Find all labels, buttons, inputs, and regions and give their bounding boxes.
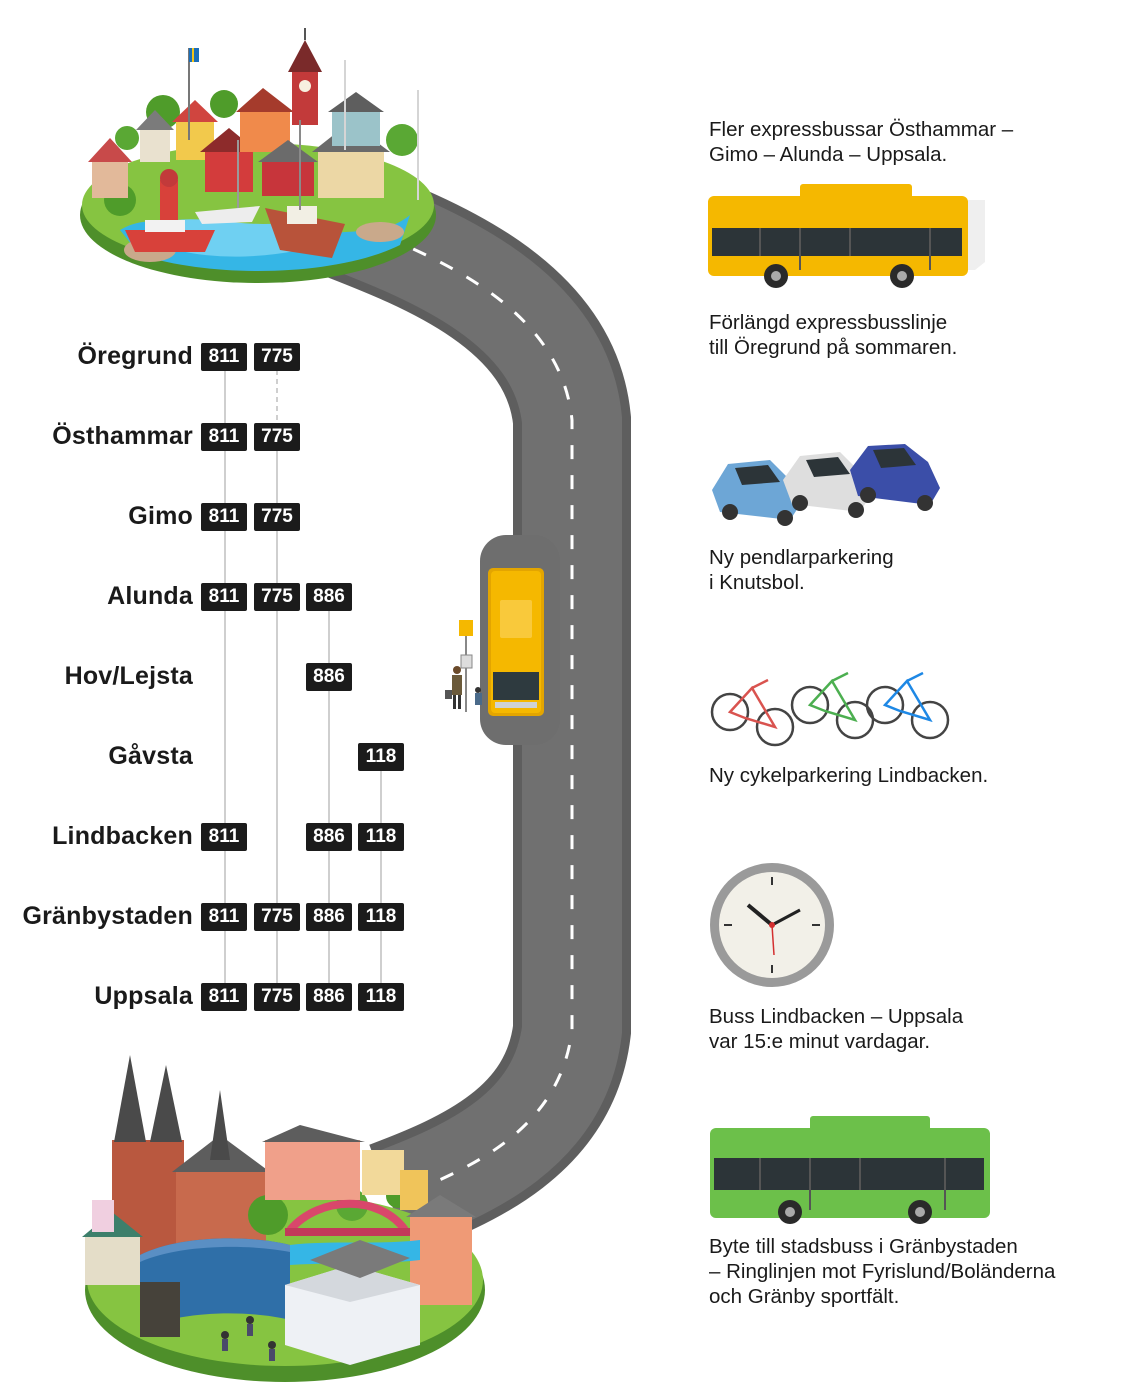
bicycles-illustration <box>710 671 950 747</box>
stop-name: Gränbystaden <box>22 902 193 930</box>
caption-line: Förlängd expressbusslinje <box>709 311 948 334</box>
stop-name: Lindbacken <box>52 822 193 850</box>
caption-line: Byte till stadsbuss i Gränbystaden <box>709 1235 1018 1258</box>
express-bus-on-road <box>488 568 544 716</box>
caption-line: till Öregrund på sommaren. <box>709 336 958 359</box>
line-badge-811: 811 <box>201 423 247 451</box>
caption-line: Buss Lindbacken – Uppsala <box>709 1005 964 1028</box>
line-badge-775: 775 <box>254 423 300 451</box>
line-badge-886: 886 <box>306 823 352 851</box>
line-badge-811: 811 <box>201 823 247 851</box>
clock-illustration <box>710 863 834 987</box>
line-badge-775: 775 <box>254 983 300 1011</box>
line-badge-118: 118 <box>358 983 404 1011</box>
line-badge-775: 775 <box>254 343 300 371</box>
caption-line: Fler expressbussar Östhammar – <box>709 118 1014 141</box>
line-886-connector <box>328 610 330 995</box>
oregrund-island-illustration <box>80 28 436 283</box>
caption-bike-parking: Ny cykelparkering Lindbacken. <box>709 763 988 788</box>
line-badge-811: 811 <box>201 583 247 611</box>
stop-name: Gåvsta <box>108 742 193 770</box>
caption-line: – Ringlinjen mot Fyrislund/Boländerna <box>709 1260 1056 1283</box>
caption-line: i Knutsbol. <box>709 571 805 594</box>
line-775-connector-summer <box>276 370 278 425</box>
stop-name: Hov/Lejsta <box>64 662 193 690</box>
line-811-connector <box>224 370 226 995</box>
line-badge-886: 886 <box>306 903 352 931</box>
line-badge-811: 811 <box>201 903 247 931</box>
line-118-connector <box>380 770 382 995</box>
caption-line: Ny pendlarparkering <box>709 546 894 569</box>
parked-cars-illustration <box>712 444 940 526</box>
line-badge-118: 118 <box>358 903 404 931</box>
caption-summer-extension: Förlängd expressbusslinje till Öregrund … <box>709 310 957 360</box>
bus-stop-illustration <box>445 620 482 712</box>
stop-name: Öregrund <box>77 342 193 370</box>
uppsala-island-illustration <box>82 1055 485 1382</box>
line-badge-775: 775 <box>254 903 300 931</box>
line-badge-886: 886 <box>306 583 352 611</box>
caption-express-buses: Fler expressbussar Östhammar – Gimo – Al… <box>709 117 1013 167</box>
line-badge-886: 886 <box>306 983 352 1011</box>
line-badge-118: 118 <box>358 823 404 851</box>
line-badge-775: 775 <box>254 583 300 611</box>
caption-frequency: Buss Lindbacken – Uppsala var 15:e minut… <box>709 1004 963 1054</box>
yellow-express-bus-illustration <box>708 184 985 288</box>
line-badge-811: 811 <box>201 503 247 531</box>
caption-line: och Gränby sportfält. <box>709 1285 900 1308</box>
caption-line: Ny cykelparkering Lindbacken. <box>709 764 989 787</box>
line-badge-886: 886 <box>306 663 352 691</box>
stop-name: Gimo <box>128 502 193 530</box>
caption-line: var 15:e minut vardagar. <box>709 1030 931 1053</box>
stop-name: Uppsala <box>94 982 193 1010</box>
line-badge-811: 811 <box>201 343 247 371</box>
green-city-bus-illustration <box>710 1116 990 1224</box>
stop-name: Östhammar <box>52 422 193 450</box>
caption-line: Gimo – Alunda – Uppsala. <box>709 143 948 166</box>
line-badge-811: 811 <box>201 983 247 1011</box>
caption-commuter-parking: Ny pendlarparkering i Knutsbol. <box>709 545 894 595</box>
line-badge-775: 775 <box>254 503 300 531</box>
stop-name: Alunda <box>107 582 193 610</box>
line-775-connector <box>276 450 278 995</box>
caption-city-bus-transfer: Byte till stadsbuss i Gränbystaden – Rin… <box>709 1234 1055 1309</box>
line-badge-118: 118 <box>358 743 404 771</box>
